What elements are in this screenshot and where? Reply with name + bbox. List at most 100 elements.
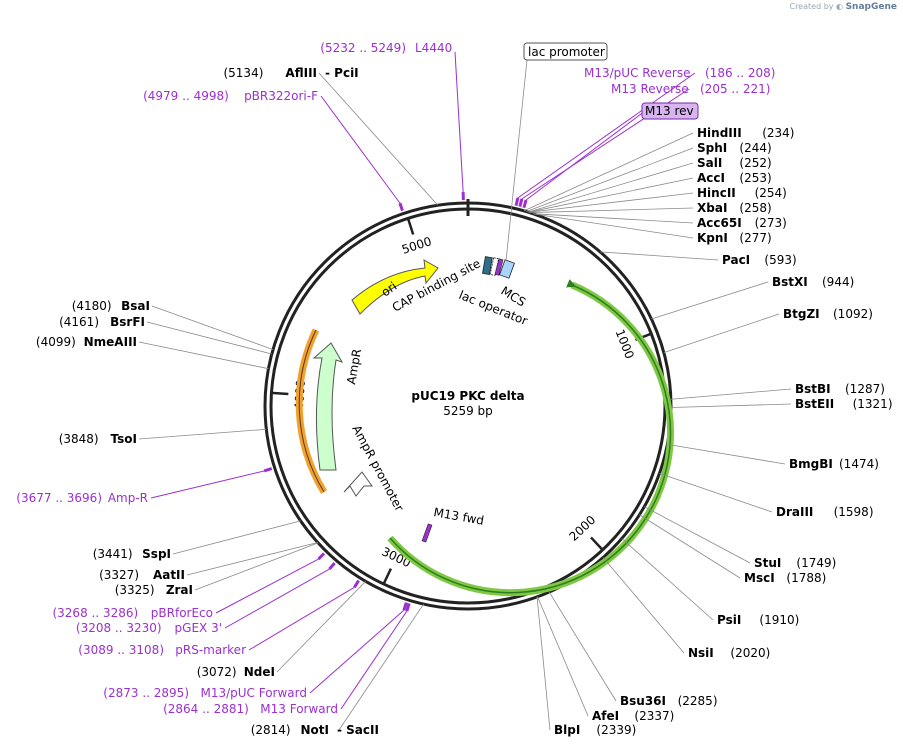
primer-range-m13-puc-reverse: (186 .. 208)	[705, 66, 775, 80]
primer-leader-pbr322ori-f	[320, 95, 401, 204]
enzyme-name-tsoi: TsoI	[111, 432, 137, 446]
enzyme-name-nmeaiii: NmeAIII	[84, 335, 137, 349]
enzyme-name-afei: AfeI	[592, 709, 619, 723]
cap-binding-site-label: CAP binding site	[390, 256, 483, 314]
ampr-label: AmpR	[344, 348, 364, 386]
enzyme-name-paci: PacI	[722, 253, 750, 267]
primer-range-pbr322ori-f: (4979 .. 4998)	[143, 89, 229, 103]
enzyme-leader-acc65i	[533, 213, 694, 224]
primer-name-l4440: L4440	[415, 41, 452, 55]
insert-feature-arrow	[389, 279, 672, 594]
enzyme-pos-psii: (1910)	[759, 613, 799, 627]
enzyme-leader-aatii	[186, 542, 318, 576]
enzyme-pos-bmgbi: (1474)	[839, 457, 879, 471]
enzyme-pos-msci: (1788)	[786, 571, 826, 585]
enzyme-leader-bstxi	[651, 281, 769, 320]
primer-leader-pgex-3	[224, 568, 330, 629]
ampr-promoter-arrow	[343, 471, 373, 497]
enzyme-name-xbai: XbaI	[697, 201, 727, 215]
enzyme-leader-sphi	[526, 147, 694, 212]
enzyme-leader-hindiii	[523, 132, 694, 212]
primer-range-l4440: (5232 .. 5249)	[320, 41, 406, 55]
enzyme-leader-sspi	[172, 520, 301, 555]
enzyme-name-bsai: BsaI	[121, 299, 150, 313]
m13-rev-block	[494, 258, 504, 276]
primer-range-amp-r: (3677 .. 3696)	[16, 491, 102, 505]
primer-name-prs-marker: pRS-marker	[175, 643, 246, 657]
primer-mark-m13-forward	[405, 602, 411, 612]
enzyme-pos-sphi: (244)	[739, 141, 771, 155]
primer-range-m13-forward: (2864 .. 2881)	[163, 702, 249, 716]
tick-2000	[590, 536, 604, 551]
primer-mark-m13-puc-forward	[402, 602, 408, 611]
enzyme-pos-hindiii: (234)	[762, 126, 794, 140]
enzyme-leader-afliii	[318, 72, 439, 206]
plasmid-name: pUC19 PKC delta	[411, 389, 524, 403]
tick-5000	[406, 217, 415, 235]
primer-leader-m13-puc-forward	[309, 609, 405, 694]
enzyme-pos-tsoi: (3848)	[59, 432, 99, 446]
primer-box-m13-rev	[641, 102, 699, 120]
enzyme-leader-nsii	[602, 557, 685, 654]
primer-mark-amp-r	[263, 467, 273, 473]
enzyme-pos-ndei: (3072)	[197, 665, 237, 679]
enzyme-name-bstbi: BstBI	[795, 382, 831, 396]
primer-mark-pbr322ori-f	[398, 202, 404, 212]
enzyme-leader-noti	[338, 603, 424, 731]
enzyme-pos-aatii: (3327)	[99, 568, 139, 582]
snapgene-logo-icon: ◐	[836, 2, 844, 11]
enzyme-pos-acc65i: (273)	[755, 216, 787, 230]
enzyme-leader-hincii	[528, 192, 694, 213]
enzyme-name-psii: PsiI	[717, 613, 741, 627]
m13-fwd-primer-mark	[421, 523, 433, 543]
enzyme-name-nsii: NsiI	[688, 646, 714, 660]
enzyme-leader-blpi	[536, 596, 551, 731]
primer-name-m13-reverse: M13 Reverse	[611, 82, 689, 96]
enzyme-pos-draiii: (1598)	[834, 505, 874, 519]
enzyme-leader-afei	[537, 596, 589, 717]
lac-promoter-label: lac promoter	[528, 45, 605, 59]
enzyme-leader-btgzi	[663, 313, 780, 353]
enzyme-name-hindiii: HindIII	[697, 126, 742, 140]
enzyme-pos-stui: (1749)	[796, 556, 836, 570]
enzyme-name-blpi: BlpI	[554, 723, 580, 737]
enzyme-leader-sali	[528, 162, 694, 213]
enzyme-pos-sspi: (3441)	[93, 547, 133, 561]
enzyme-pos-nmeaiii: (4099)	[36, 335, 76, 349]
enzyme-name-btgzi: BtgZI	[783, 307, 820, 321]
primer-name-amp-r: Amp-R	[108, 491, 148, 505]
enzyme-name-aatii: AatII	[153, 568, 185, 582]
enzyme-name-bsu36i: Bsu36I	[620, 694, 666, 708]
enzyme-leader-bstbi	[670, 388, 792, 400]
primer-leader-m13-puc-reverse	[517, 72, 696, 199]
enzyme-pos-afliii: (5134)	[223, 66, 263, 80]
enzyme-name-bsrfi: BsrFI	[110, 315, 145, 329]
enzyme-pos-bstxi: (944)	[822, 275, 854, 289]
primer-leader-pbrforeco	[215, 558, 319, 614]
mcs-block	[499, 259, 515, 279]
primer-name-pgex-3: pGEX 3'	[175, 621, 222, 635]
enzyme-pos-sali: (252)	[739, 156, 771, 170]
primer-range-pbrforeco: (3268 .. 3286)	[52, 606, 138, 620]
enzyme-leader-ndei	[276, 581, 366, 673]
primer-mark-pgex-3	[328, 562, 336, 571]
enzyme-pos-blpi: (2339)	[596, 723, 636, 737]
primer-leader-l4440	[454, 51, 464, 193]
enzyme-leader-kpni	[533, 213, 694, 239]
enzyme-leader-nmeaiii	[138, 341, 269, 370]
enzyme-pos-zrai: (3325)	[115, 583, 155, 597]
primer-mark-m13-reverse	[518, 198, 524, 208]
primer-range-m13-reverse: (205 .. 221)	[700, 82, 770, 96]
enzyme-name-stui: StuI	[754, 556, 781, 570]
orange-feature-core	[298, 329, 325, 493]
enzyme-name-sali: SalI	[697, 156, 722, 170]
enzyme-name-afliii: AflIII	[285, 66, 317, 80]
primer-mark-m13-rev	[522, 199, 528, 209]
primer-leader-m13-rev	[525, 110, 646, 201]
enzyme-pos-paci: (593)	[764, 253, 796, 267]
primer-leader-amp-r	[150, 470, 265, 499]
created-by-text: Created by	[789, 2, 834, 11]
primer-mark-m13-puc-reverse	[514, 197, 520, 207]
